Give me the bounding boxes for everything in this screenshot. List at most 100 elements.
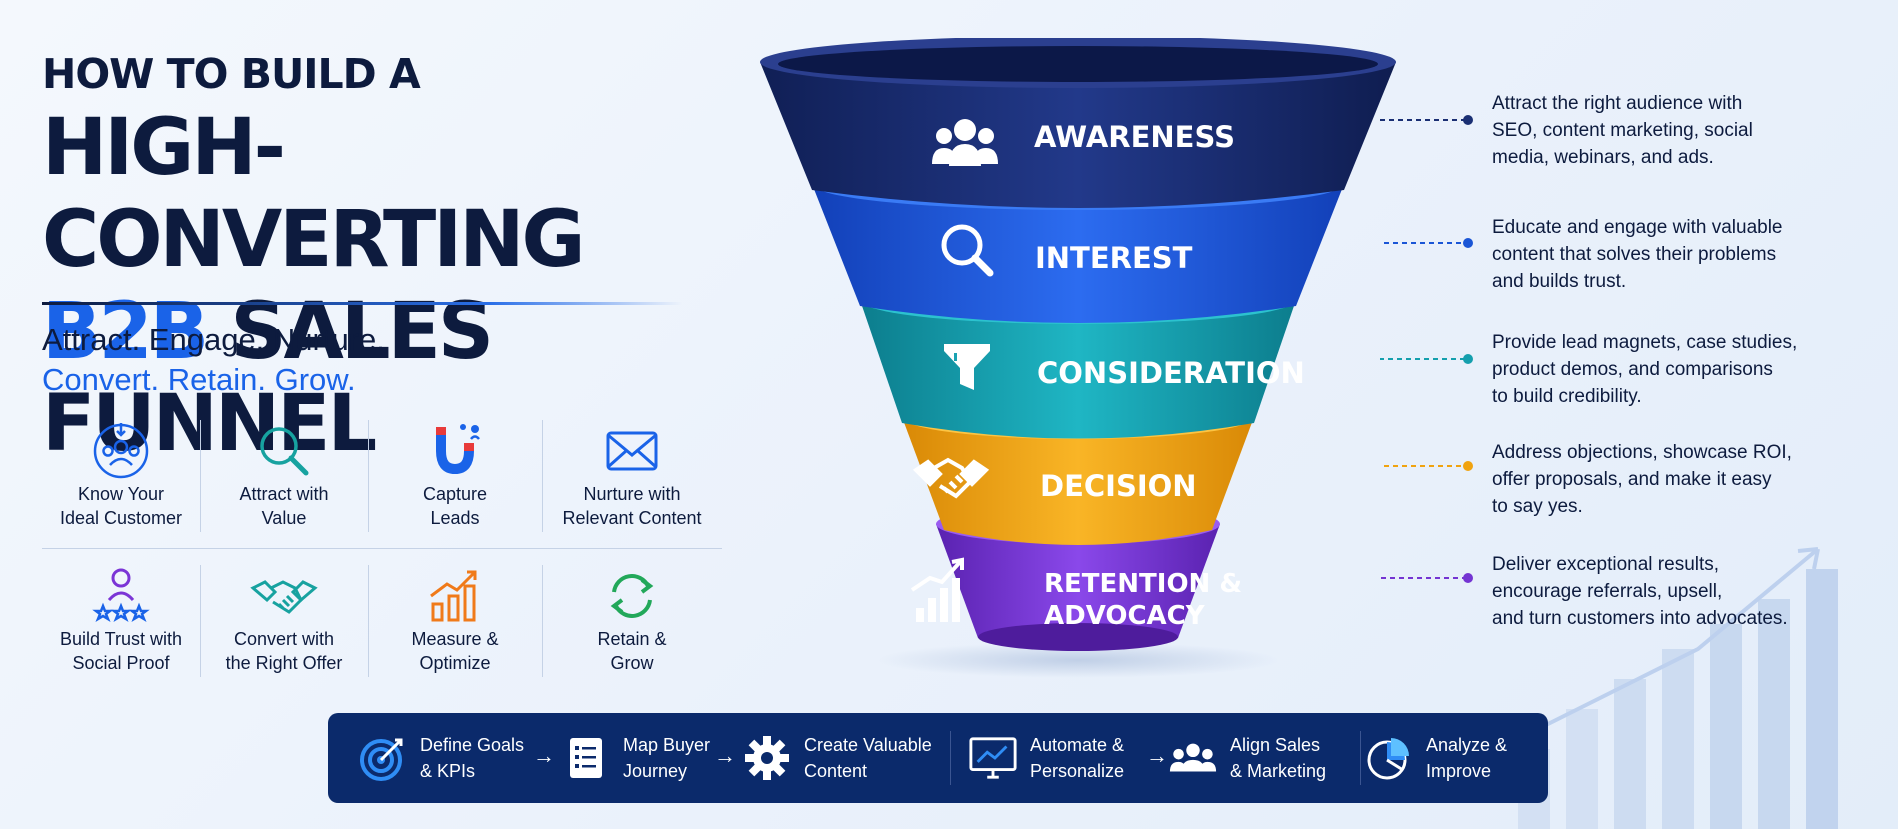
desc-retention: Deliver exceptional results, encourage r… xyxy=(1492,551,1852,632)
connector-lines xyxy=(1380,115,1473,583)
monitor-chart-icon xyxy=(969,737,1017,779)
desc-line: SEO, content marketing, social xyxy=(1492,120,1753,141)
envelope-icon xyxy=(606,431,658,471)
title-underline xyxy=(42,302,682,305)
tip-measure-optimize: Measure & Optimize xyxy=(368,565,542,675)
step-line: & KPIs xyxy=(420,761,476,781)
tagline-line-2: Convert. Retain. Grow. xyxy=(42,362,356,397)
desc-interest: Educate and engage with valuable content… xyxy=(1492,214,1852,295)
desc-line: to build credibility. xyxy=(1492,386,1642,407)
desc-line: and turn customers into advocates. xyxy=(1492,608,1788,629)
tip-line: Know Your xyxy=(77,484,165,504)
grid-divider xyxy=(542,420,543,532)
tip-build-trust: Build Trust with Social Proof xyxy=(42,565,200,675)
funnel-layer-awareness xyxy=(760,38,1396,208)
tip-line: Value xyxy=(261,508,307,528)
tip-line: Ideal Customer xyxy=(59,508,183,528)
tip-attract-value: Attract with Value xyxy=(200,420,368,530)
desc-line: Deliver exceptional results, xyxy=(1492,554,1720,575)
growth-chart-icon xyxy=(430,570,477,622)
tip-know-customer: Know Your Ideal Customer xyxy=(42,420,200,530)
magnet-icon xyxy=(436,424,480,475)
tip-line: Build Trust with xyxy=(59,629,183,649)
desc-line: content that solves their problems xyxy=(1492,244,1777,265)
step-line: Improve xyxy=(1426,761,1492,781)
magnifier-icon xyxy=(260,427,309,476)
filter-icon xyxy=(944,344,990,390)
tip-line: Capture xyxy=(422,484,488,504)
step-line: Align Sales xyxy=(1230,735,1321,755)
tip-line: the Right Offer xyxy=(225,653,343,673)
title-line-2: HIGH-CONVERTING xyxy=(42,103,586,285)
desc-line: Provide lead magnets, case studies, xyxy=(1492,332,1798,353)
desc-line: encourage referrals, upsell, xyxy=(1492,581,1723,602)
step-align-sales: Align Sales & Marketing xyxy=(1168,713,1326,803)
tip-line: Nurture with xyxy=(583,484,681,504)
desc-decision: Address objections, showcase ROI, offer … xyxy=(1492,439,1852,520)
stage-label-interest: INTEREST xyxy=(1035,241,1193,275)
title-line-1: HOW TO BUILD A xyxy=(42,50,421,98)
desc-line: and builds trust. xyxy=(1492,271,1627,292)
user-stars-icon xyxy=(92,568,150,622)
step-line: Personalize xyxy=(1030,761,1125,781)
team-icon xyxy=(1169,743,1217,772)
tip-line: Optimize xyxy=(419,653,491,673)
cycle-arrows-icon xyxy=(610,574,654,618)
tip-nurture-content: Nurture with Relevant Content xyxy=(542,420,722,530)
step-define-goals: Define Goals & KPIs xyxy=(358,713,524,803)
tip-line: Social Proof xyxy=(72,653,170,673)
step-line: Map Buyer xyxy=(623,735,711,755)
step-line: Define Goals xyxy=(420,735,525,755)
checklist-icon xyxy=(570,738,602,778)
bar-divider xyxy=(950,731,951,785)
funnel-shadow xyxy=(878,642,1278,678)
sales-funnel: AWARENESS INTEREST CONSIDERATION DECISIO… xyxy=(760,38,1396,678)
people-target-icon xyxy=(93,423,149,479)
background-bar-chart xyxy=(1518,547,1838,829)
step-line: & Marketing xyxy=(1230,761,1327,781)
target-icon xyxy=(360,738,403,781)
desc-line: Attract the right audience with xyxy=(1492,93,1743,114)
stage-label-retention-2: ADVOCACY xyxy=(1044,601,1206,631)
desc-awareness: Attract the right audience with SEO, con… xyxy=(1492,90,1852,171)
arrow-icon: → xyxy=(533,743,555,768)
gear-icon xyxy=(745,736,789,780)
tips-grid: Know Your Ideal Customer Attract with Va… xyxy=(42,420,722,682)
step-line: Automate & xyxy=(1030,735,1125,755)
desc-line: Address objections, showcase ROI, xyxy=(1492,442,1792,463)
tagline-line-1: Attract. Engage. Nurture. xyxy=(42,322,385,357)
grid-divider xyxy=(368,565,369,677)
grid-divider xyxy=(542,565,543,677)
desc-line: Educate and engage with valuable xyxy=(1492,217,1783,238)
desc-line: media, webinars, and ads. xyxy=(1492,147,1714,168)
desc-line: product demos, and comparisons xyxy=(1492,359,1773,380)
pie-chart-icon xyxy=(1367,738,1409,780)
tip-line: Attract with xyxy=(239,484,329,504)
handshake-icon xyxy=(912,457,990,499)
grid-divider xyxy=(42,548,722,549)
tip-line: Retain & xyxy=(597,629,667,649)
stage-label-consideration: CONSIDERATION xyxy=(1037,356,1305,390)
title-block: HOW TO BUILD A HIGH-CONVERTING B2B SALES… xyxy=(42,50,802,470)
stage-label-decision: DECISION xyxy=(1040,469,1197,503)
step-line: Create Valuable xyxy=(804,735,932,755)
step-line: Content xyxy=(804,761,868,781)
tip-line: Convert with xyxy=(233,629,335,649)
tip-line: Measure & xyxy=(411,629,499,649)
desc-line: offer proposals, and make it easy xyxy=(1492,469,1772,490)
bar-divider xyxy=(1360,731,1361,785)
arrow-icon: → xyxy=(1146,743,1168,768)
stage-label-awareness: AWARENESS xyxy=(1034,120,1235,154)
grid-divider xyxy=(200,565,201,677)
desc-line: to say yes. xyxy=(1492,496,1583,517)
handshake-icon xyxy=(250,580,318,614)
bar-chart-icon xyxy=(910,557,964,622)
desc-consideration: Provide lead magnets, case studies, prod… xyxy=(1492,329,1852,410)
tip-retain-grow: Retain & Grow xyxy=(542,565,722,675)
tip-convert-offer: Convert with the Right Offer xyxy=(200,565,368,675)
step-line: Analyze & xyxy=(1426,735,1508,755)
arrow-icon: → xyxy=(714,743,736,768)
